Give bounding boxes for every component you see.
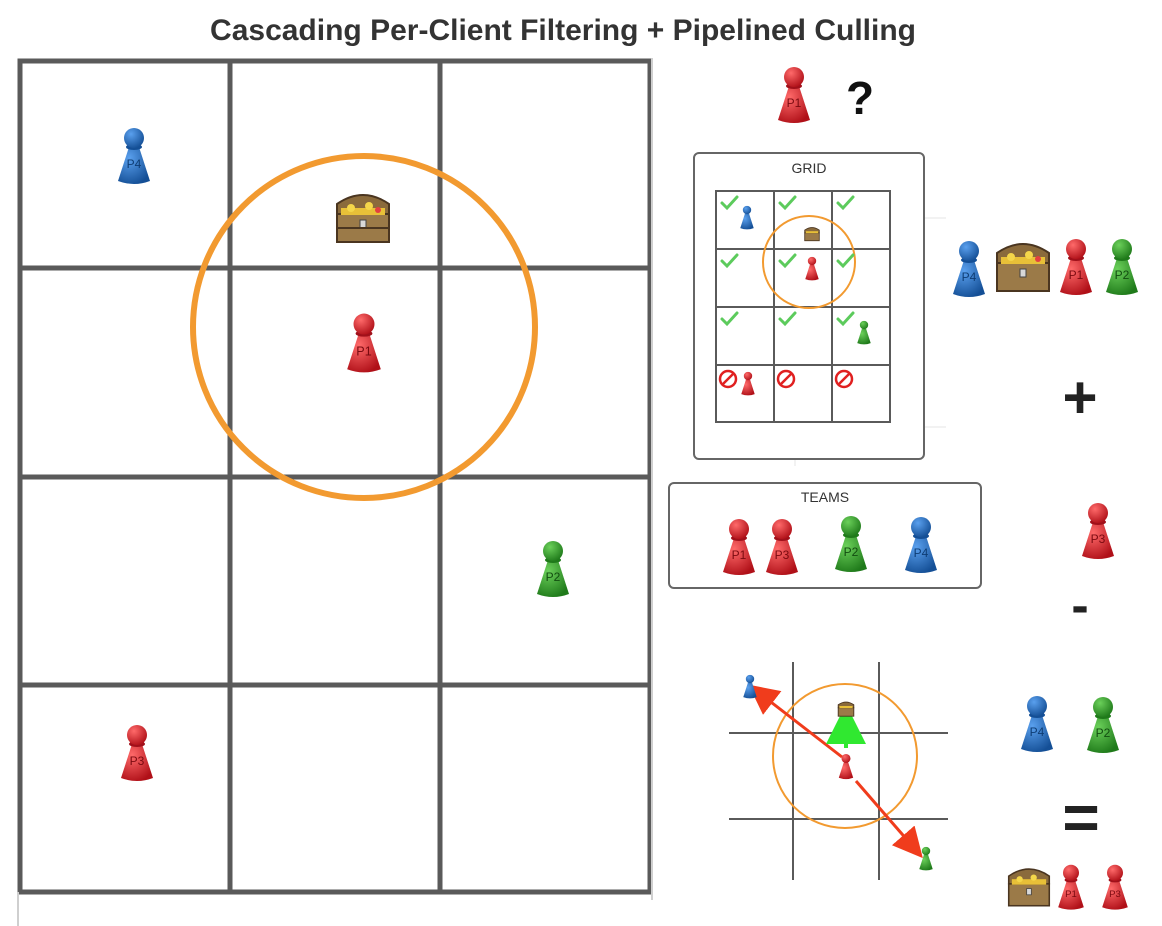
pawn-label: P2: [1096, 726, 1111, 740]
pawn-label: P1: [1069, 268, 1084, 282]
pawn-label: P4: [962, 270, 977, 284]
pawn-p2-grid-result: P2: [1106, 239, 1138, 295]
culling-interest-circle: [772, 683, 918, 829]
pawn-p2-removed: P2: [1087, 697, 1119, 753]
culling-pawn-p2: [919, 846, 933, 871]
treasure-chest-icon: [336, 194, 390, 243]
pawn-label: P4: [127, 157, 142, 171]
check-mark-icon: [836, 253, 855, 269]
check-mark-icon: [778, 253, 797, 269]
check-mark-icon: [720, 311, 739, 327]
pawn-p3-added: P3: [1082, 503, 1114, 559]
pawn-label: P3: [130, 754, 145, 768]
check-mark-icon: [720, 195, 739, 211]
pawn-p3-result: P3: [1102, 864, 1128, 910]
pawn-p4-main: P4: [118, 128, 150, 184]
pawn-label: P2: [546, 570, 561, 584]
pawn-p1-query: P1: [778, 67, 810, 123]
mini-pawn-p4: [740, 205, 754, 230]
occlusion-ray-to-p4: [748, 684, 843, 759]
pawn-p4-removed: P4: [1021, 696, 1053, 752]
pawn-p1-main: P1: [347, 313, 381, 373]
team-pawn-p1: P1: [723, 519, 755, 575]
pawn-label: P1: [1065, 889, 1077, 900]
pawn-label: P4: [1030, 725, 1045, 739]
team-pawn-p2: P2: [835, 516, 867, 572]
minus-operator: -: [1071, 577, 1088, 635]
interest-radius-circle: [190, 153, 538, 501]
culling-pawn-p1: [838, 753, 854, 780]
teams-panel-label: TEAMS: [801, 489, 849, 505]
pawn-label: P3: [775, 548, 790, 562]
check-mark-icon: [778, 195, 797, 211]
mini-pawn-p1: [805, 256, 819, 281]
grid-result-row: P4 P1 P2: [953, 239, 1138, 297]
check-mark-icon: [720, 253, 739, 269]
treasure-chest-icon: [1007, 868, 1051, 907]
treasure-chest-icon: [996, 243, 1050, 292]
pawn-label: P2: [1115, 268, 1130, 282]
blocked-icon: [718, 369, 738, 389]
equals-operator: =: [1062, 781, 1099, 853]
blocked-icon: [834, 369, 854, 389]
occlusion-ray-to-p2: [854, 780, 923, 859]
pawn-p2-main: P2: [537, 541, 569, 597]
team-pawn-p4: P4: [905, 517, 937, 573]
check-mark-icon: [836, 311, 855, 327]
pawn-label: P3: [1109, 889, 1121, 900]
pawn-label: P3: [1091, 532, 1106, 546]
grid-panel-label: GRID: [792, 160, 827, 176]
diagram-title: Cascading Per-Client Filtering + Pipelin…: [210, 14, 916, 47]
pawn-label: P1: [787, 96, 802, 110]
pawn-p1-grid-result: P1: [1060, 239, 1092, 295]
pawn-p1-result: P1: [1058, 864, 1084, 910]
pawn-p4-grid-result: P4: [953, 241, 985, 297]
teams-panel: TEAMS P1 P3 P2 P4: [668, 482, 982, 589]
pawn-label: P2: [844, 545, 859, 559]
grid-panel: GRID: [693, 152, 946, 466]
pawn-label: P4: [914, 546, 929, 560]
query-question-mark: ?: [846, 72, 874, 124]
mini-pawn-p3: [741, 371, 755, 396]
team-pawn-p3: P3: [766, 519, 798, 575]
world-grid: [17, 58, 653, 895]
check-mark-icon: [778, 311, 797, 327]
check-mark-icon: [836, 195, 855, 211]
culling-diagram: [729, 662, 948, 880]
treasure-chest-icon: [804, 227, 820, 242]
final-result-row: P1 P3: [1007, 864, 1128, 910]
pawn-label: P1: [356, 345, 371, 359]
mini-pawn-p2: [857, 320, 871, 345]
pawn-label: P1: [732, 548, 747, 562]
plus-operator: +: [1062, 364, 1097, 431]
culling-pawn-p4: [743, 674, 757, 699]
blocked-icon: [776, 369, 796, 389]
treasure-chest-icon: [837, 701, 855, 717]
mini-interest-circle: [762, 215, 856, 309]
pawn-p3-main: P3: [121, 725, 153, 781]
